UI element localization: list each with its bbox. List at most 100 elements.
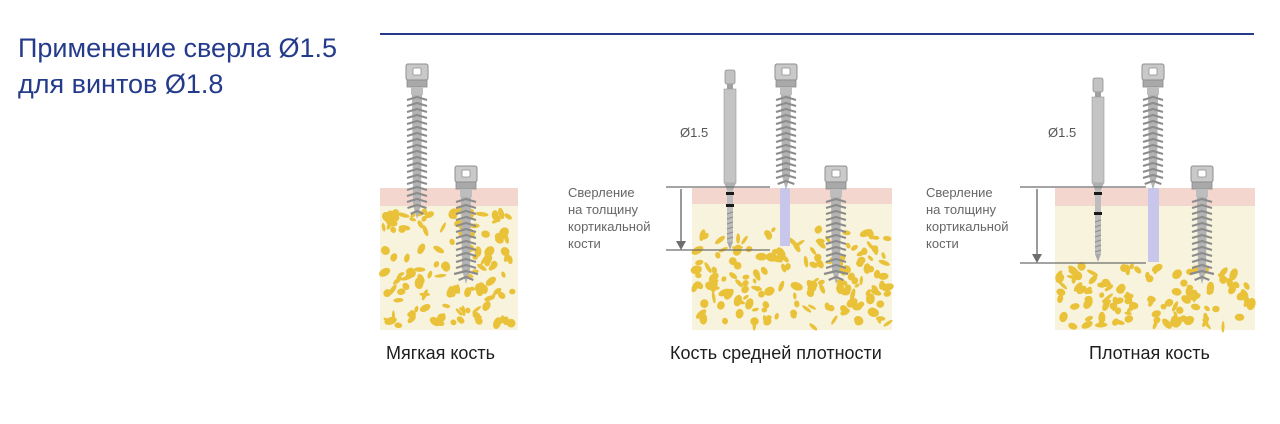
trabecula-spot: [1097, 282, 1106, 288]
screw-thread: [455, 251, 477, 258]
trabecula-spot: [1180, 315, 1189, 323]
trabecula-spot: [881, 252, 886, 259]
bone-trabeculae: [690, 225, 894, 331]
trabecula-spot: [742, 280, 749, 287]
trabecula-spot: [1086, 288, 1093, 294]
trabecula-spot: [501, 271, 506, 278]
trabecula-spot: [743, 294, 749, 300]
trabecula-spot: [397, 288, 406, 296]
trabecula-spot: [790, 309, 798, 317]
trabecula-spot: [1152, 320, 1158, 330]
trabecula-spot: [1086, 269, 1099, 277]
trabecula-spot: [758, 290, 765, 298]
trabecula-spot: [421, 215, 427, 222]
trabecula-spot: [708, 272, 719, 283]
screw-thread: [825, 239, 847, 246]
trabecula-spot: [691, 281, 699, 293]
trabecula-spot: [1204, 305, 1210, 312]
drill-shank-end: [1092, 77, 1104, 93]
trabecula-spot: [751, 307, 759, 312]
screw-thread: [1142, 113, 1164, 120]
screw-thread: [455, 239, 477, 246]
screw-thread: [406, 101, 428, 108]
screw-thread: [453, 269, 479, 276]
trabecula-spot: [731, 245, 744, 250]
trabecula-spot: [790, 281, 803, 291]
trabecula-spot: [1192, 293, 1198, 303]
screw-thread: [1191, 215, 1213, 222]
screw-thread: [777, 179, 795, 186]
screw-thread: [775, 107, 797, 114]
trabecula-spot: [721, 317, 729, 325]
trabecula-spot: [807, 281, 812, 288]
trabecula-spot: [485, 246, 492, 259]
trabecula-spot: [715, 252, 721, 259]
screw-thread: [455, 245, 477, 252]
screw-thread: [455, 263, 477, 270]
screw-neck: [830, 189, 842, 197]
trabecula-spot: [398, 227, 406, 233]
trabecula-spot: [710, 279, 719, 285]
screw-thread: [825, 197, 847, 204]
trabecula-spot: [736, 233, 741, 244]
trabecula-spot: [1084, 295, 1093, 303]
trabecula-spot: [871, 285, 879, 293]
trabecula-spot: [1151, 310, 1161, 318]
trabecula-spot: [857, 256, 866, 265]
trabecula-spot: [498, 291, 506, 299]
title-line-1: Применение сверла Ø1.5: [18, 33, 337, 63]
trabecula-spot: [778, 280, 785, 292]
trabecula-spot: [484, 295, 495, 302]
trabecula-spot: [873, 269, 881, 279]
screw-shaft: [1148, 95, 1158, 190]
trabecula-spot: [831, 315, 838, 325]
trabecula-spot: [442, 303, 451, 309]
trabecula-spot: [853, 315, 864, 326]
trabecula-spot: [383, 317, 393, 325]
screw-thread: [825, 221, 847, 228]
screw-thread: [825, 227, 847, 234]
trabecula-spot: [1173, 311, 1178, 318]
trabecula-spot: [401, 275, 414, 281]
trabecula-spot: [1228, 285, 1236, 295]
screw-thread: [775, 113, 797, 120]
trabecula-spot: [422, 225, 429, 237]
trabecula-spot: [509, 288, 516, 295]
trabecula-spot: [1128, 301, 1137, 310]
trabecula-spot: [865, 293, 875, 305]
screw-thread: [406, 197, 428, 204]
screw-thread: [775, 95, 797, 102]
trabecula-spot: [845, 242, 851, 249]
trabecula-spot: [434, 274, 447, 278]
trabecula-spot: [394, 322, 403, 329]
trabecula-spot: [849, 288, 856, 301]
drill-flute: [726, 231, 734, 235]
trabecula-spot: [506, 319, 516, 328]
bone-trabeculae: [1055, 262, 1256, 333]
trabecula-spot: [450, 319, 457, 326]
trabecula-spot: [814, 253, 822, 262]
screw-thread: [455, 197, 477, 204]
screw-slot: [461, 169, 471, 178]
screw-thread: [1142, 107, 1164, 114]
trabecula-spot: [735, 308, 744, 319]
trabecula-spot: [1071, 275, 1077, 284]
trabecula-spot: [441, 261, 451, 272]
screw-thread: [1191, 239, 1213, 246]
trabecula-spot: [735, 279, 744, 288]
screw-thread: [455, 221, 477, 228]
trabecula-spot: [388, 284, 397, 296]
trabecula-spot: [774, 312, 779, 320]
trabecula-spot: [1221, 321, 1225, 333]
screw-thread: [406, 125, 428, 132]
trabecula-spot: [1172, 269, 1182, 280]
screw-shaft: [781, 95, 791, 190]
trabecula-spot: [419, 304, 431, 312]
screw-thread: [1142, 101, 1164, 108]
screw-thread: [1194, 275, 1210, 282]
screw-thread: [825, 263, 847, 270]
drill-shank: [1091, 96, 1105, 184]
drill-flute: [726, 236, 734, 240]
trabecula-spot: [867, 229, 874, 240]
